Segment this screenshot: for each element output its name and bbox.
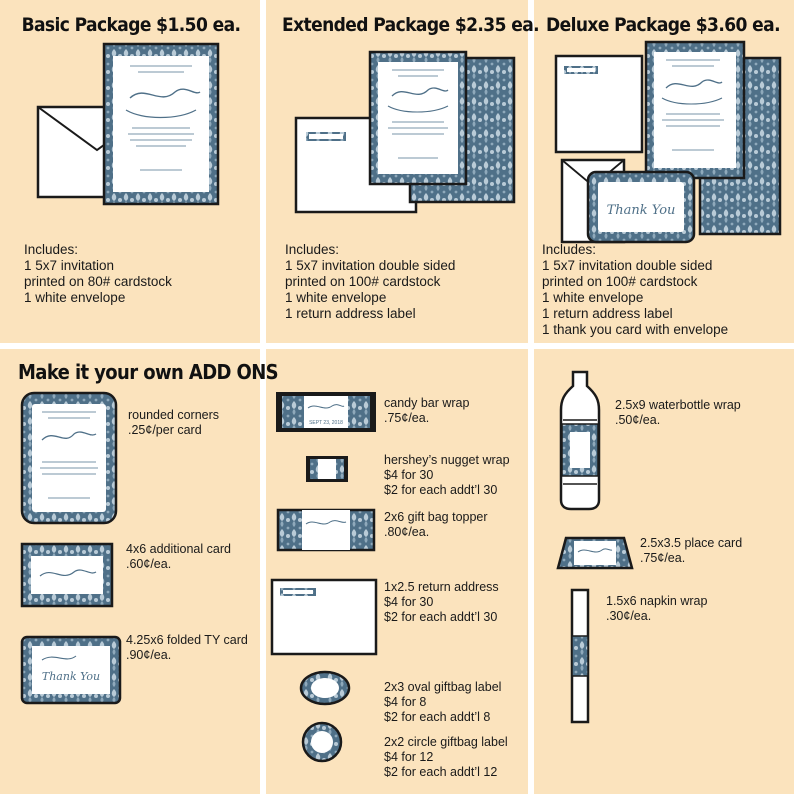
- addon-oval-label: 2x3 oval giftbag label $4 for 8 $2 for e…: [384, 680, 501, 725]
- includes-line: Includes:: [24, 242, 79, 257]
- addon-price: $2 for each addt’l 12: [384, 765, 498, 779]
- includes-line: 1 white envelope: [24, 290, 126, 305]
- includes-line: 1 return address label: [542, 306, 673, 321]
- addon-place-card: 2.5x3.5 place card .75¢/ea.: [640, 536, 742, 566]
- addon-name: 1.5x6 napkin wrap: [606, 594, 708, 608]
- addon-name: rounded corners: [128, 408, 220, 422]
- includes-line: printed on 100# cardstock: [542, 274, 698, 289]
- addon-name: 2x2 circle giftbag label: [384, 735, 508, 749]
- addon-additional-card: 4x6 additional card .60¢/ea.: [126, 542, 231, 572]
- includes-line: 1 white envelope: [542, 290, 644, 305]
- deluxe-envelope: [554, 54, 644, 154]
- deluxe-package-title: Deluxe Package $3.60 ea.: [546, 14, 781, 36]
- additional-card-4x6: [20, 542, 114, 608]
- addon-name: hershey’s nugget wrap: [384, 453, 510, 467]
- water-bottle: [559, 370, 601, 511]
- addon-gift-bag-topper: 2x6 gift bag topper .80¢/ea.: [384, 510, 488, 540]
- addon-candy-bar-wrap: candy bar wrap .75¢/ea.: [384, 396, 469, 426]
- addon-price: $4 for 30: [384, 468, 434, 482]
- napkin-wrap: [570, 588, 590, 724]
- addon-nugget-wrap: hershey’s nugget wrap $4 for 30 $2 for e…: [384, 453, 510, 498]
- includes-line: Includes:: [285, 242, 340, 257]
- candy-bar-date: SEPT 23, 2018: [309, 420, 343, 426]
- deluxe-thank-you-card: Thank You: [586, 170, 696, 244]
- deluxe-includes: Includes: 1 5x7 invitation double sided …: [542, 242, 728, 338]
- addon-name: 2.5x3.5 place card: [640, 536, 743, 550]
- addon-price: $2 for each addt’l 30: [384, 483, 498, 497]
- addon-price: .80¢/ea.: [384, 525, 430, 539]
- basic-package-title: Basic Package $1.50 ea.: [21, 14, 241, 36]
- folded-ty-card: Thank You: [20, 635, 122, 705]
- addon-name: 4.25x6 folded TY card: [126, 633, 248, 647]
- return-address-envelope: [270, 578, 378, 656]
- addon-name: 2.5x9 waterbottle wrap: [615, 398, 741, 412]
- addon-price: $2 for each addt’l 8: [384, 710, 491, 724]
- addon-name: 1x2.5 return address: [384, 580, 499, 594]
- addon-price: $4 for 8: [384, 695, 427, 709]
- gift-bag-topper: [276, 508, 376, 552]
- basic-includes: Includes: 1 5x7 invitation printed on 80…: [24, 242, 172, 306]
- folded-ty-text: Thank You: [42, 670, 100, 683]
- deluxe-thank-you-text: Thank You: [607, 203, 676, 218]
- addon-return-address: 1x2.5 return address $4 for 30 $2 for ea…: [384, 580, 499, 625]
- extended-package-title: Extended Package $2.35 ea.: [282, 14, 540, 36]
- addon-price: .75¢/ea.: [640, 551, 686, 565]
- includes-line: Includes:: [542, 242, 597, 257]
- candy-bar-wrap: SEPT 23, 2018: [276, 392, 376, 432]
- extended-invitation: [368, 50, 468, 186]
- addon-waterbottle-wrap: 2.5x9 waterbottle wrap .50¢/ea.: [615, 398, 741, 428]
- addons-title: Make it your own ADD ONS: [18, 360, 279, 384]
- addon-napkin-wrap: 1.5x6 napkin wrap .30¢/ea.: [606, 594, 707, 624]
- includes-line: 1 return address label: [285, 306, 416, 321]
- includes-line: 1 5x7 invitation double sided: [542, 258, 713, 273]
- oval-giftbag-label: [299, 670, 351, 706]
- includes-line: printed on 100# cardstock: [285, 274, 441, 289]
- addon-price: .25¢/per card: [128, 423, 202, 437]
- circle-giftbag-label: [301, 721, 343, 763]
- includes-line: printed on 80# cardstock: [24, 274, 172, 289]
- basic-invitation: [102, 42, 220, 206]
- addon-name: candy bar wrap: [384, 396, 470, 410]
- addon-folded-ty-card: 4.25x6 folded TY card .90¢/ea.: [126, 633, 248, 663]
- rounded-corners-card: [20, 391, 118, 525]
- addon-price: .60¢/ea.: [126, 557, 172, 571]
- deluxe-invitation: [644, 40, 746, 180]
- nugget-wrap: [306, 456, 348, 482]
- includes-line: 1 thank you card with envelope: [542, 322, 729, 337]
- addon-price: .90¢/ea.: [126, 648, 172, 662]
- addon-price: .30¢/ea.: [606, 609, 652, 623]
- addon-name: 2x3 oval giftbag label: [384, 680, 502, 694]
- includes-line: 1 5x7 invitation double sided: [285, 258, 456, 273]
- addon-rounded-corners: rounded corners .25¢/per card: [128, 408, 219, 438]
- addon-price: .75¢/ea.: [384, 411, 430, 425]
- addon-price: .50¢/ea.: [615, 413, 661, 427]
- place-card: [556, 536, 634, 570]
- addon-circle-label: 2x2 circle giftbag label $4 for 12 $2 fo…: [384, 735, 508, 780]
- addon-price: $4 for 30: [384, 595, 434, 609]
- includes-line: 1 white envelope: [285, 290, 387, 305]
- addon-name: 4x6 additional card: [126, 542, 231, 556]
- addon-price: $4 for 12: [384, 750, 434, 764]
- extended-includes: Includes: 1 5x7 invitation double sided …: [285, 242, 455, 322]
- addon-price: $2 for each addt’l 30: [384, 610, 498, 624]
- addon-name: 2x6 gift bag topper: [384, 510, 488, 524]
- includes-line: 1 5x7 invitation: [24, 258, 115, 273]
